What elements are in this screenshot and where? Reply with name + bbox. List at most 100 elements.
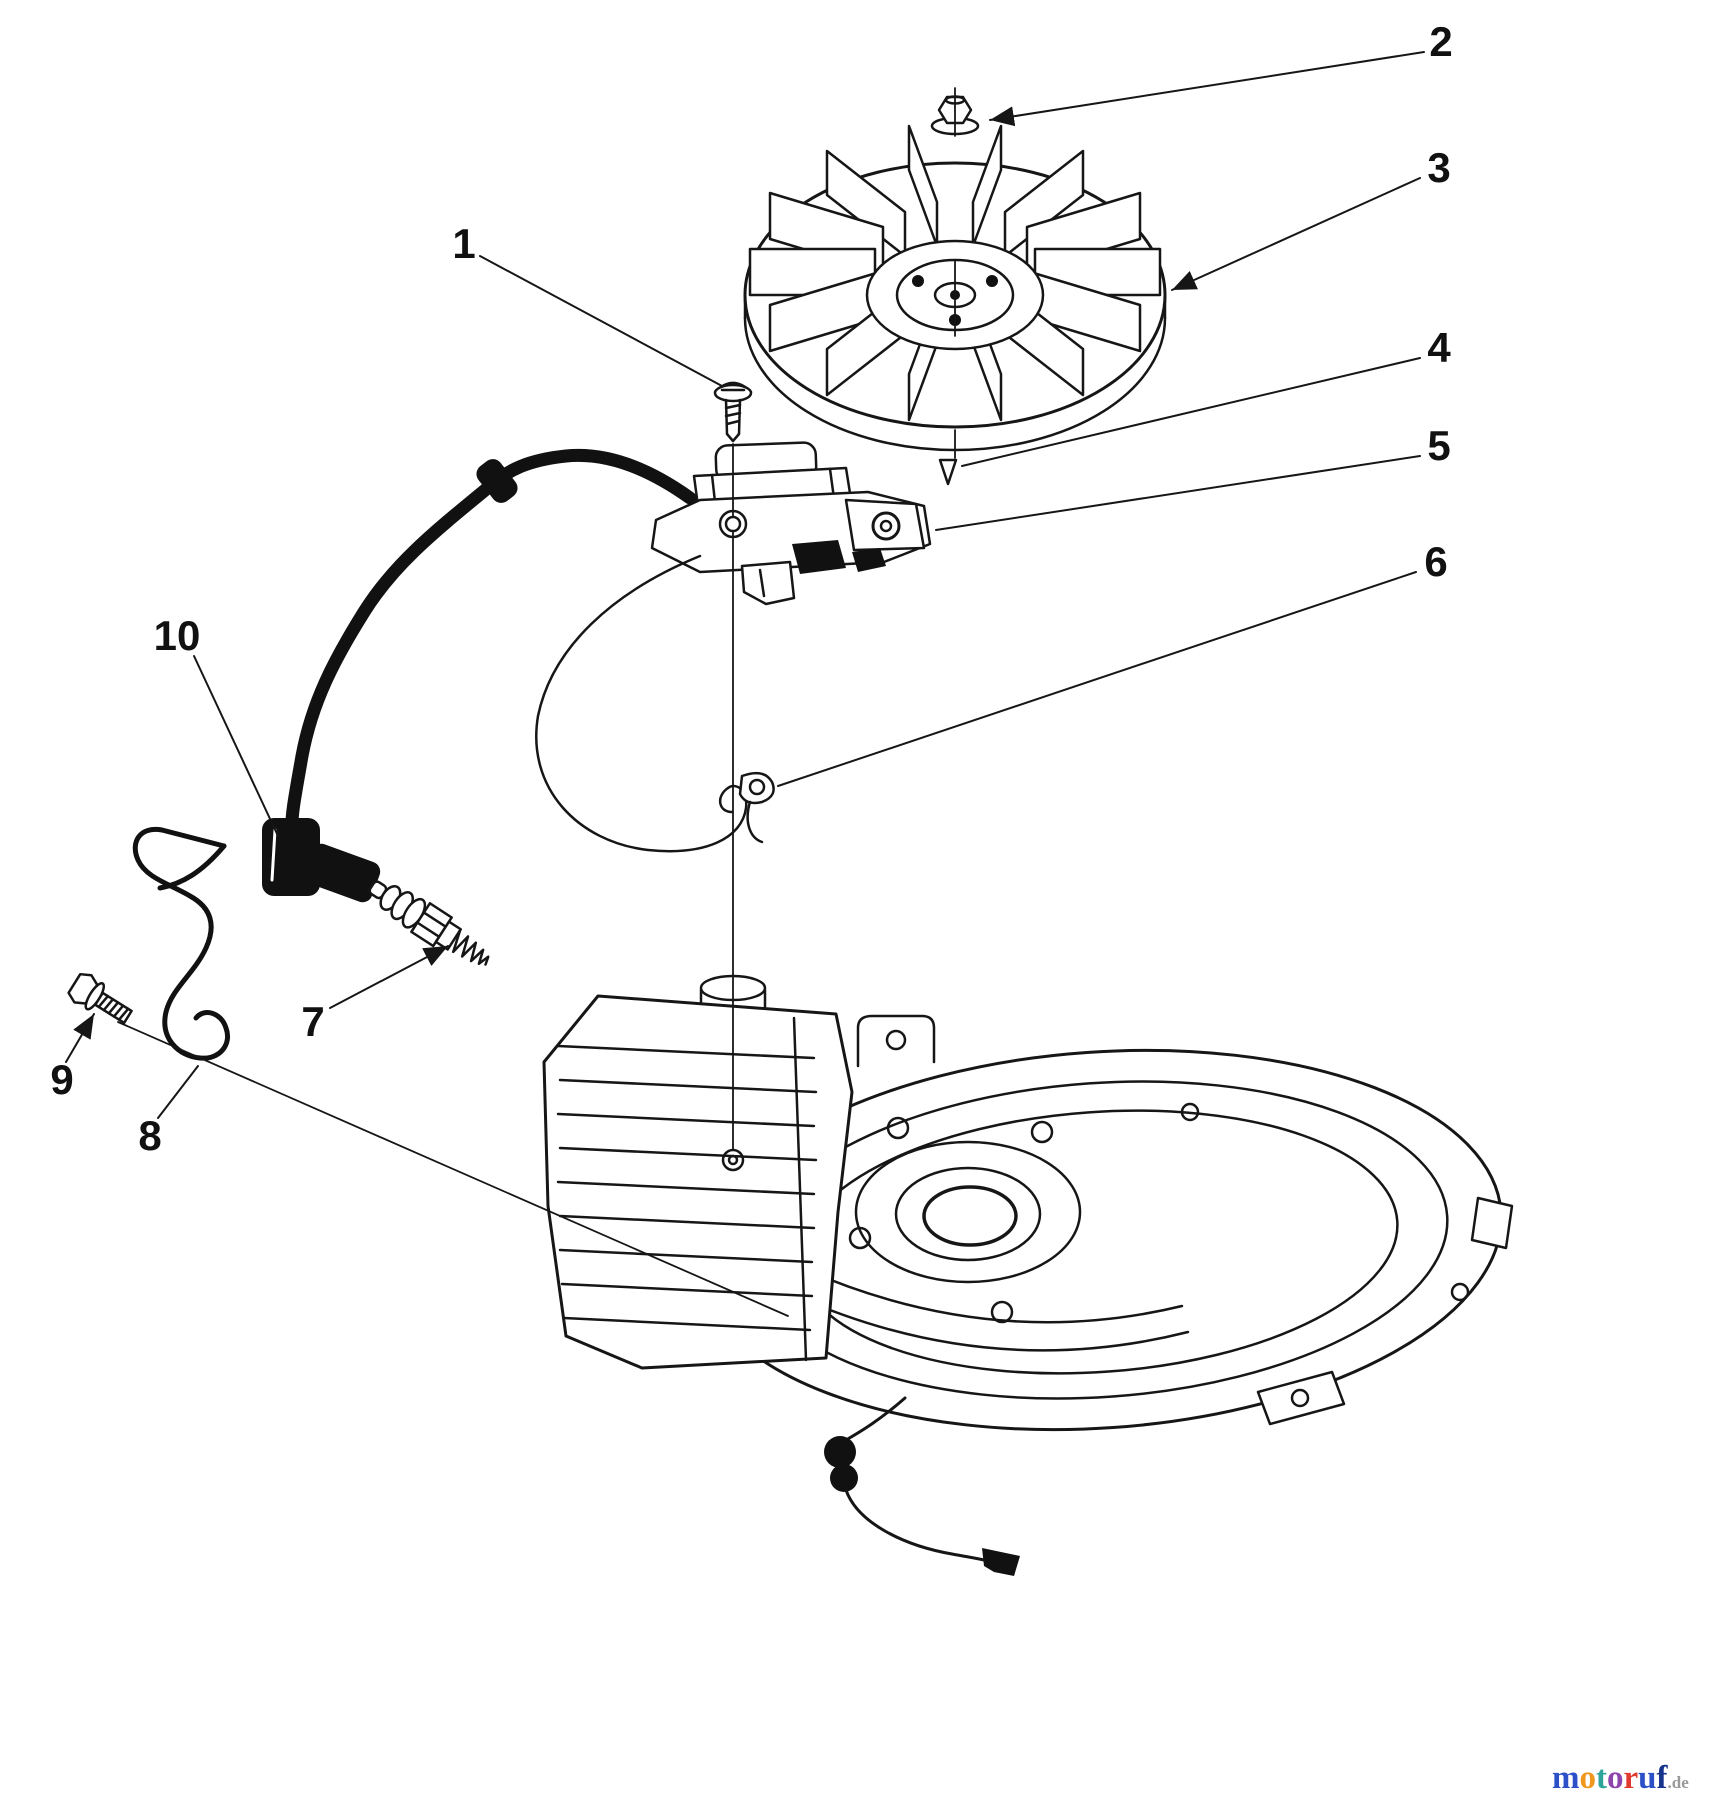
callout-label-1: 1 [452, 220, 475, 267]
wire-clamp-hole [748, 778, 766, 796]
bolt-thread [97, 994, 110, 1009]
wire-guide-triangle [157, 843, 227, 891]
cooling-fin-line [556, 1044, 816, 1060]
bolt-hole [1450, 1282, 1470, 1302]
pin-drawing [938, 458, 958, 486]
callout-labels: 1 2 3 4 5 6 7 8 9 10 [50, 18, 1452, 1159]
watermark-suffix: .de [1668, 1773, 1690, 1792]
cooling-fin-line [556, 1180, 816, 1196]
wire-guide-drawing [132, 826, 230, 1061]
kill-wire-loop [535, 554, 748, 853]
wire-clamp-tail [746, 800, 764, 844]
wire-guide-path [132, 826, 230, 1061]
fan-blade [907, 124, 939, 248]
ground-wire-lower [844, 1488, 986, 1562]
ground-wire-drawing [824, 1396, 1020, 1576]
watermark-letter: m [1552, 1760, 1580, 1796]
coil-bracket [844, 498, 926, 552]
callout-line-8 [157, 1065, 199, 1119]
callout-label-9: 9 [50, 1056, 73, 1103]
watermark-letter: u [1638, 1760, 1656, 1796]
callout-label-10: 10 [154, 612, 201, 659]
coil-bracket-hole [871, 511, 901, 541]
bolt-hole [886, 1116, 910, 1140]
watermark-logo: motoruf.de [1552, 1760, 1689, 1796]
callout-leader-lines [65, 51, 1425, 1119]
boot-highlight [270, 828, 277, 882]
coil-bracket-hole-inner [879, 519, 893, 533]
cooling-fin-line [558, 1214, 816, 1230]
kill-wire-curl [719, 786, 734, 814]
bolt-thread [112, 1004, 125, 1018]
diagram-linework [65, 51, 1514, 1576]
callout-label-7: 7 [301, 998, 324, 1045]
wire-clamp [738, 771, 775, 805]
cooling-fin-line [558, 1078, 818, 1094]
block-edge-line [792, 1016, 808, 1362]
callout-label-4: 4 [1427, 324, 1451, 371]
bolt-hole [1030, 1120, 1054, 1144]
watermark-letter: o [1580, 1760, 1597, 1796]
callout-line-5 [935, 455, 1421, 531]
callout-line-4 [961, 357, 1421, 467]
cooling-fin-line [562, 1316, 812, 1332]
spark-plug-drawing [368, 880, 490, 966]
plug-threads [451, 928, 490, 966]
callout-line-1 [479, 255, 723, 387]
bolt-hole [1180, 1102, 1200, 1122]
bolt-drawing [67, 972, 133, 1025]
bolt-thread [102, 998, 115, 1012]
hub-bolt [986, 275, 998, 287]
coil-tab-slot [758, 568, 766, 598]
callout-line-2 [989, 51, 1425, 127]
ground-wire-upper [844, 1396, 907, 1442]
callout-line-7 [329, 945, 449, 1009]
bolt-axis-line [117, 1021, 789, 1317]
coil-mount-hole [724, 515, 742, 533]
bolt-hole [1290, 1388, 1310, 1408]
coil-magnet [852, 548, 886, 572]
screw-drawing [713, 381, 753, 443]
callout-label-2: 2 [1429, 18, 1452, 65]
crank-recess-outer [854, 1140, 1082, 1284]
bolt-hole [848, 1226, 872, 1250]
coil-magnet [792, 540, 846, 574]
callout-label-6: 6 [1424, 538, 1447, 585]
spark-plug-wire-drawing [262, 448, 697, 903]
callout-line-3 [1171, 177, 1421, 291]
housing-right-tab [1470, 1196, 1514, 1250]
wire-grommet [830, 1464, 858, 1492]
housing-detail-arc [794, 1294, 1190, 1352]
screw-thread [725, 419, 741, 426]
screw-head [713, 383, 753, 403]
plug-shell [434, 920, 462, 951]
screw-tip [725, 432, 741, 443]
plug-hex-facet [422, 911, 447, 928]
cooling-fin-line [556, 1112, 816, 1128]
ignition-coil-drawing [650, 441, 932, 606]
crank-recess-inner [894, 1166, 1042, 1262]
wire-grommet [824, 1436, 856, 1468]
housing-bottom-tab [1256, 1370, 1346, 1426]
housing-tab-hole [885, 1029, 907, 1051]
wire-grommet [476, 459, 518, 503]
screw-thread [724, 411, 742, 418]
cooling-fin-line [558, 1146, 818, 1162]
watermark-letter: f [1657, 1760, 1669, 1796]
callout-label-5: 5 [1427, 422, 1450, 469]
alignment-lines [117, 87, 956, 1317]
watermark-letter: o [1607, 1760, 1624, 1796]
screw-thread [724, 403, 742, 410]
bolt-hole [990, 1300, 1014, 1324]
callout-line-6 [777, 571, 1417, 787]
coil-mount-boss-hole [727, 1154, 739, 1166]
bolt-thread [117, 1007, 130, 1021]
hub-bolt [912, 275, 924, 287]
callout-label-8: 8 [138, 1112, 161, 1159]
bolt-thread [107, 1001, 120, 1015]
housing-detail-arc [800, 1266, 1184, 1324]
fan-blade [825, 149, 907, 258]
watermark-letter: t [1596, 1760, 1607, 1796]
